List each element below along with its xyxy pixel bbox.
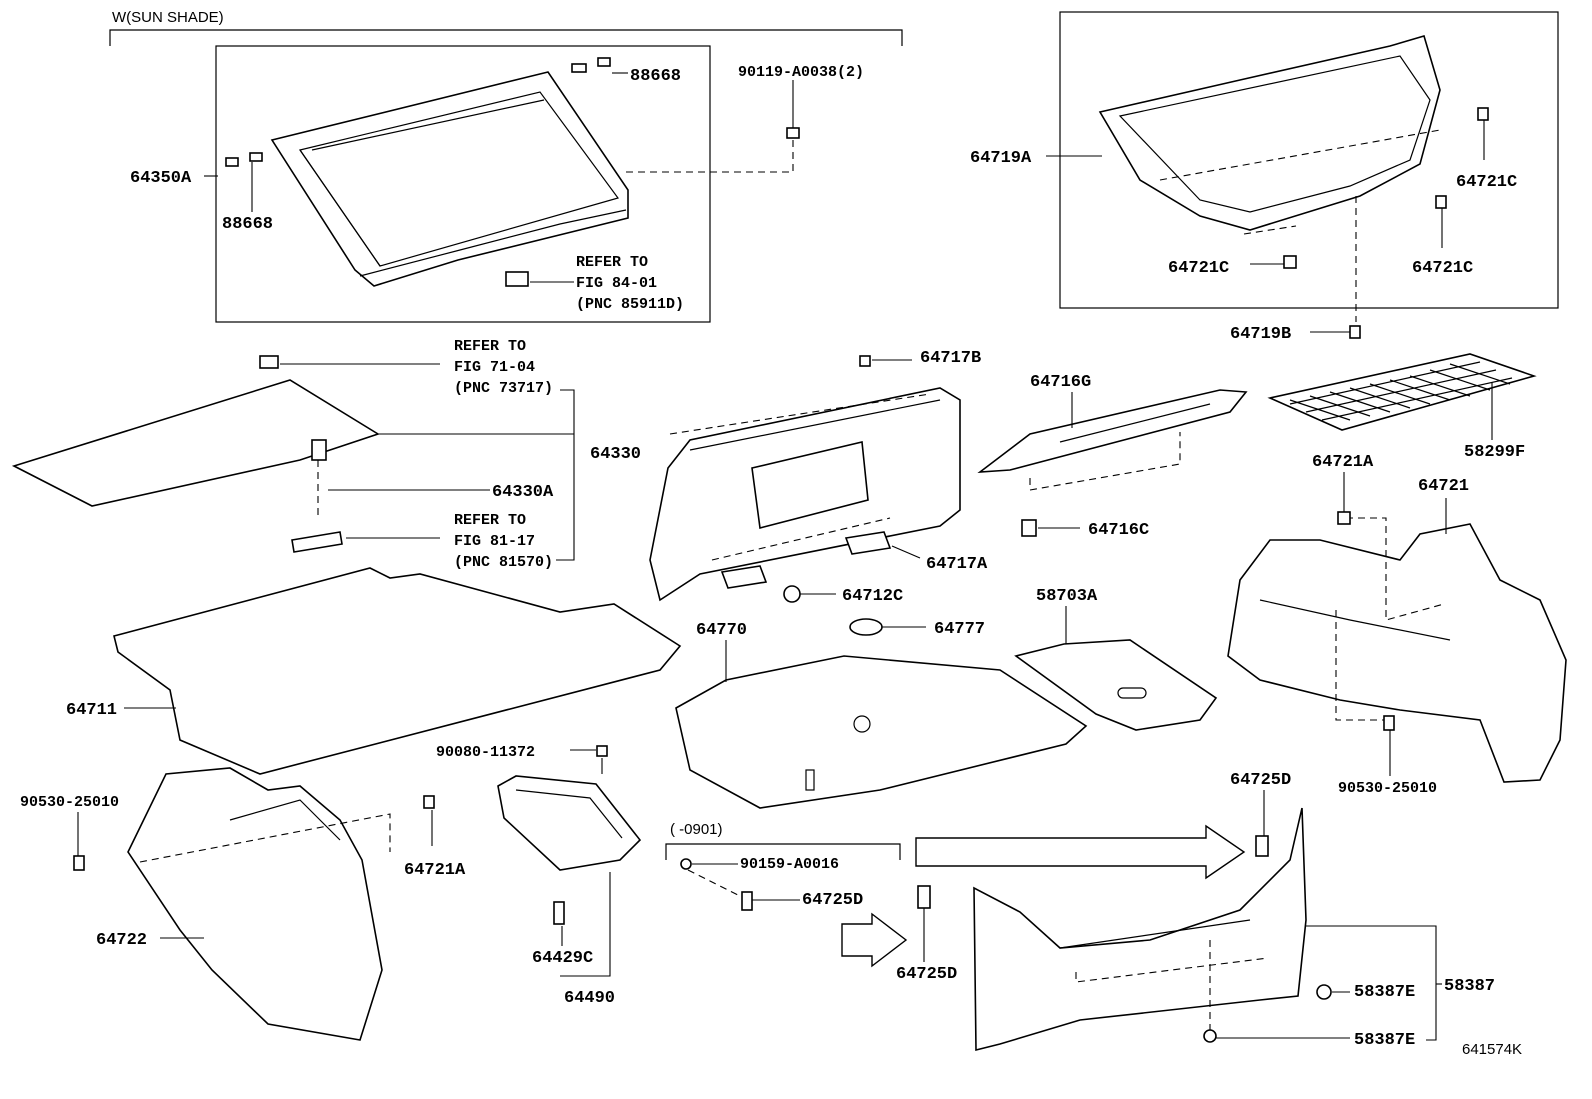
label-58703A: 58703A [1036, 587, 1098, 606]
label-90080: 90080-11372 [436, 744, 535, 761]
date-range-label: ( -0901) [670, 821, 723, 838]
plug-64712C-icon [783, 585, 801, 603]
sun-shade-box [215, 45, 711, 323]
refer-note-81570: REFER TO FIG 81-17 (PNC 81570) [454, 512, 553, 571]
label-64770: 64770 [696, 621, 747, 640]
plug-64777-icon [849, 618, 883, 636]
refer-note-73717: REFER TO FIG 71-04 (PNC 73717) [454, 338, 553, 397]
label-64721A-right: 64721A [1312, 453, 1374, 472]
trunk-front-trim [649, 355, 961, 636]
label-90159: 90159-A0016 [740, 856, 839, 873]
clip-64721A-left-icon [423, 795, 435, 809]
label-90530-right: 90530-25010 [1338, 780, 1437, 797]
refer-note-line: REFER TO [454, 512, 526, 529]
figure-id: 641574K [1462, 1041, 1522, 1058]
label-90119: 90119-A0038(2) [738, 64, 864, 81]
refer-note-line: REFER TO [576, 254, 648, 271]
refer-note-85911D: REFER TO FIG 84-01 (PNC 85911D) [576, 254, 684, 313]
label-88668-a: 88668 [630, 67, 681, 86]
label-64429C: 64429C [532, 949, 593, 968]
label-64716G: 64716G [1030, 373, 1091, 392]
label-64490: 64490 [564, 989, 615, 1008]
direction-arrow-small [841, 912, 908, 968]
screw-90159-icon [680, 858, 692, 870]
label-64330A: 64330A [492, 483, 554, 502]
cap-88668-a [571, 63, 587, 73]
label-64716C: 64716C [1088, 521, 1149, 540]
label-58387: 58387 [1444, 977, 1495, 996]
pad-58703A [1014, 606, 1218, 731]
clip-64721C-c-icon [1283, 255, 1297, 269]
label-64711: 64711 [66, 701, 117, 720]
label-64721C-a: 64721C [1456, 173, 1517, 192]
trunk-lid-trim-group [1046, 11, 1559, 339]
refer-note-line: FIG 71-04 [454, 359, 535, 376]
label-64725D-b: 64725D [802, 891, 863, 910]
deck-trim-64716G [977, 389, 1248, 537]
label-90530-left: 90530-25010 [20, 794, 119, 811]
refer-note-line: FIG 84-01 [576, 275, 657, 292]
sill-plate-group: ( -0901) [665, 790, 1442, 1052]
label-64721: 64721 [1418, 477, 1469, 496]
label-64719A: 64719A [970, 149, 1032, 168]
trunk-floor-board [675, 640, 1088, 809]
label-64717B: 64717B [920, 349, 981, 368]
cap-88668-b [225, 157, 239, 167]
label-64777: 64777 [934, 620, 985, 639]
label-58387E-b: 58387E [1354, 1031, 1415, 1050]
sun-shade-group: W(SUN SHADE) [109, 9, 903, 323]
refer-note-line: REFER TO [454, 338, 526, 355]
label-64725D-a: 64725D [1230, 771, 1291, 790]
clip-64725D-c-icon [917, 885, 931, 909]
label-88668-b: 88668 [222, 215, 273, 234]
side-trim-right [1227, 472, 1567, 783]
label-58299F: 58299F [1464, 443, 1525, 462]
clip-64721C-b-icon [1435, 195, 1447, 209]
clip-64721A-right-icon [1337, 511, 1351, 525]
bolt-90119-icon [786, 127, 800, 139]
refer-note-line: (PNC 73717) [454, 380, 553, 397]
label-64712C: 64712C [842, 587, 903, 606]
clip-90530-left-icon [73, 855, 85, 871]
label-64722: 64722 [96, 931, 147, 950]
bolt-90080-icon [596, 745, 608, 757]
label-64721C-b: 64721C [1412, 259, 1473, 278]
label-64721C-c: 64721C [1168, 259, 1229, 278]
clip-64330A-icon [311, 439, 327, 461]
side-trim-left [73, 767, 435, 1041]
clip-58387E-a-icon [1316, 984, 1332, 1000]
clip-64429C-icon [553, 901, 565, 925]
clip-64716C-icon [1021, 519, 1037, 537]
sun-shade-group-label: W(SUN SHADE) [112, 9, 224, 26]
label-58387E-a: 58387E [1354, 983, 1415, 1002]
storage-box [497, 745, 642, 977]
label-64717A: 64717A [926, 555, 988, 574]
package-tray [11, 355, 575, 561]
label-64330: 64330 [590, 445, 641, 464]
clip-64721C-a-icon [1477, 107, 1489, 121]
trunk-lid-trim-box [1059, 11, 1559, 309]
part-labels: 88668 88668 64350A 90119-A0038(2) 64330 … [20, 64, 1525, 1050]
direction-arrow-large [915, 824, 1246, 880]
label-64721A-left: 64721A [404, 861, 466, 880]
clip-64719B-icon [1349, 325, 1361, 339]
sun-shade-assembly [270, 71, 629, 287]
refer-note-line: (PNC 85911D) [576, 296, 684, 313]
refer-note-line: (PNC 81570) [454, 554, 553, 571]
clip-58387E-b-icon [1203, 1029, 1217, 1043]
refer-note-line: FIG 81-17 [454, 533, 535, 550]
label-64719B: 64719B [1230, 325, 1291, 344]
clip-64717B-icon [859, 355, 871, 367]
block-icon [505, 271, 529, 287]
label-64725D-c: 64725D [896, 965, 957, 984]
clip-64725D-a-icon [1255, 835, 1269, 857]
label-64350A: 64350A [130, 169, 192, 188]
trunk-floor-mat [113, 567, 682, 775]
clip-90530-right-icon [1383, 715, 1395, 731]
cargo-net [1267, 353, 1537, 440]
clip-64725D-b-icon [741, 891, 753, 911]
